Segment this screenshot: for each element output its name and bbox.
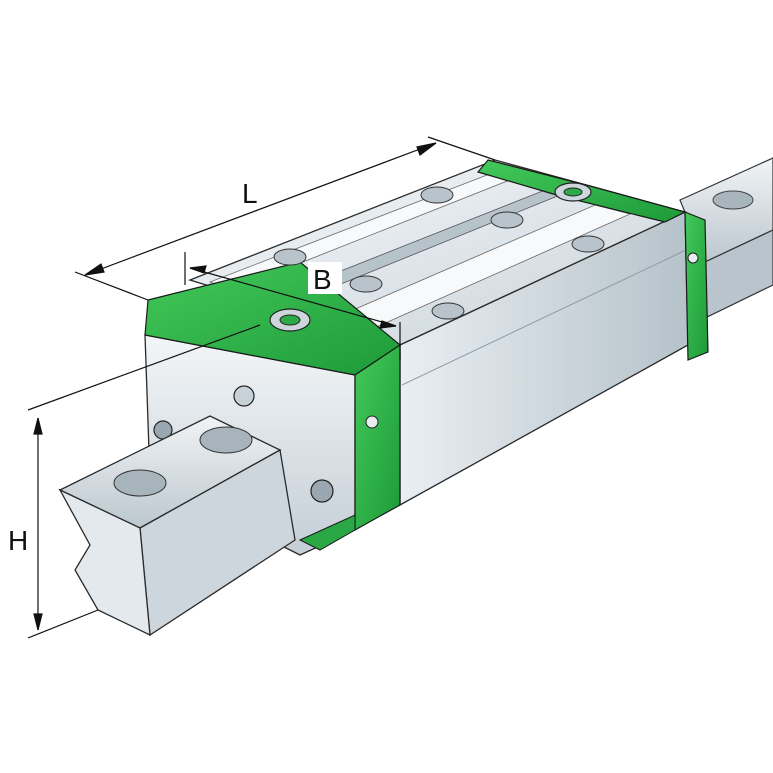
threaded-hole [349,275,383,293]
length-label: L [242,178,258,209]
threaded-hole [571,235,605,253]
lube-nipple-front [269,308,311,332]
dimension-width [184,252,401,360]
guideway-rail-front [58,415,296,637]
width-label: B [313,264,332,295]
dimension-length [74,136,496,301]
height-label: H [8,525,28,556]
front-face-screws [153,385,379,503]
threaded-hole [490,211,524,229]
threaded-hole [431,302,465,320]
dimension-height [27,324,261,639]
threaded-hole [420,186,454,204]
threaded-hole [273,248,307,266]
width-label-bg [308,262,342,294]
lube-nipple-rear [554,182,592,202]
threaded-hole-group [273,186,605,320]
